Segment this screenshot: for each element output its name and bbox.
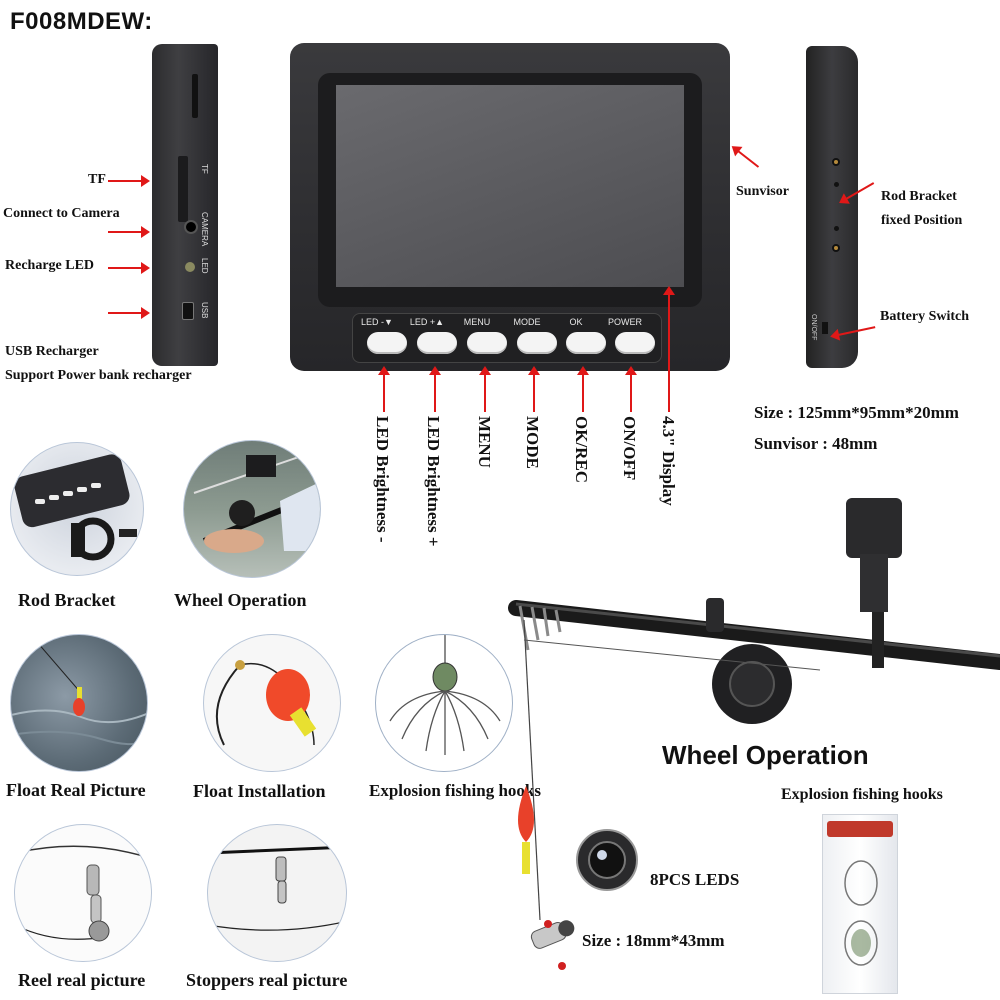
photo-float-installation	[203, 634, 341, 772]
usb-label-1: USB Recharger	[5, 344, 99, 359]
rod-bracket-image	[14, 454, 137, 561]
explosion-hooks-image	[389, 635, 501, 755]
size-spec: Size : 125mm*95mm*20mm	[754, 403, 959, 422]
led-plus-button[interactable]	[417, 332, 457, 354]
led-port-label: LED	[200, 258, 209, 274]
arrow-led-plus	[429, 366, 441, 412]
photo-reel-real	[14, 824, 152, 962]
model-title: F008MDEW:	[10, 8, 153, 35]
caption-reel-real: Reel real picture	[18, 970, 146, 990]
float-installation-image	[215, 660, 317, 746]
camera-size-label: Size : 18mm*43mm	[582, 931, 725, 950]
photo-stoppers-real	[207, 824, 347, 962]
monitor-button-bar: LED -▼ LED +▲ MENU MODE OK POWER	[352, 313, 662, 363]
mode-button[interactable]	[517, 332, 557, 354]
led-minus-button[interactable]	[367, 332, 407, 354]
arrow-led-minus	[378, 366, 390, 412]
port-slot	[192, 74, 198, 118]
monitor-bezel	[318, 73, 702, 307]
hooks-package-label: Explosion fishing hooks	[781, 786, 943, 803]
sunvisor-label: Sunvisor	[736, 184, 789, 199]
arrow-mode	[528, 366, 540, 412]
function-ok-rec: OK/REC	[572, 416, 591, 484]
sunvisor-spec: Sunvisor : 48mm	[754, 434, 878, 453]
button-label-menu: MENU	[463, 317, 491, 327]
camera-label: Connect to Camera	[3, 206, 120, 221]
fishing-rod-scene	[508, 498, 1000, 970]
arrow-display	[663, 286, 675, 412]
arrow-sunvisor	[737, 150, 760, 168]
battery-switch-label: ON/OFF	[810, 314, 817, 341]
arrow-tf	[108, 175, 150, 187]
arrow-power	[625, 366, 637, 412]
screw-dot	[834, 226, 839, 231]
battery-switch-text: Battery Switch	[880, 309, 970, 324]
button-label-power: POWER	[607, 317, 642, 327]
screw-dot	[834, 182, 839, 187]
recharge-led	[185, 262, 195, 272]
camera-port-label: CAMERA	[200, 212, 209, 247]
photo-float-real	[10, 634, 148, 772]
usb-port	[182, 302, 194, 320]
wheel-operation-image	[193, 448, 320, 553]
arrow-ok	[577, 366, 589, 412]
battery-switch	[822, 322, 828, 334]
function-led-plus: LED Brightness +	[424, 416, 443, 547]
reel-real-image	[15, 845, 151, 942]
button-label-mode: MODE	[513, 317, 541, 327]
hooks-package	[822, 814, 898, 994]
usb-label-2: Support Power bank recharger	[5, 368, 192, 383]
monitor-screen	[336, 85, 684, 287]
display-size-label: 4.3" Display	[659, 416, 678, 506]
rod-bracket-label-2: fixed Position	[881, 213, 963, 228]
caption-rod-bracket: Rod Bracket	[18, 590, 116, 610]
ok-button[interactable]	[566, 332, 606, 354]
bracket-hole	[832, 158, 840, 166]
function-menu: MENU	[475, 416, 494, 468]
arrow-usb	[108, 307, 150, 319]
button-label-led-minus: LED -▼	[361, 317, 393, 327]
tf-port-label: TF	[200, 164, 209, 174]
leds-label: 8PCS LEDS	[650, 870, 740, 889]
float-real-image	[11, 635, 147, 746]
function-on-off: ON/OFF	[620, 416, 639, 481]
rod-bracket-label-1: Rod Bracket	[881, 189, 957, 204]
button-label-ok: OK	[569, 317, 583, 327]
tf-label: TF	[88, 172, 106, 187]
photo-rod-bracket	[10, 442, 144, 576]
stoppers-real-image	[208, 845, 346, 931]
tf-slot	[178, 156, 188, 222]
caption-float-real: Float Real Picture	[6, 780, 146, 800]
caption-stoppers-real: Stoppers real picture	[186, 970, 348, 990]
camera-port	[184, 220, 198, 234]
package-hooks-image	[844, 860, 878, 966]
bracket-hole	[832, 244, 840, 252]
caption-explosion-hooks: Explosion fishing hooks	[369, 781, 541, 800]
arrow-menu	[479, 366, 491, 412]
wheel-operation-title: Wheel Operation	[662, 740, 869, 770]
monitor-front: LED -▼ LED +▲ MENU MODE OK POWER	[290, 43, 730, 371]
photo-wheel-operation	[183, 440, 321, 578]
led-label: Recharge LED	[5, 258, 95, 273]
arrow-camera	[108, 226, 150, 238]
monitor-side-view-left: TF CAMERA LED USB	[152, 44, 218, 366]
photo-explosion-hooks	[375, 634, 513, 772]
usb-port-label: USB	[200, 302, 209, 319]
function-mode: MODE	[523, 416, 542, 469]
caption-float-installation: Float Installation	[193, 781, 326, 801]
button-label-led-plus: LED +▲	[409, 317, 445, 327]
function-led-minus: LED Brightness -	[373, 416, 392, 543]
package-brand-logo	[827, 821, 893, 837]
monitor-side-view-right: ON/OFF	[806, 46, 858, 368]
caption-wheel-operation: Wheel Operation	[174, 590, 307, 610]
power-button[interactable]	[615, 332, 655, 354]
menu-button[interactable]	[467, 332, 507, 354]
arrow-led	[108, 262, 150, 274]
